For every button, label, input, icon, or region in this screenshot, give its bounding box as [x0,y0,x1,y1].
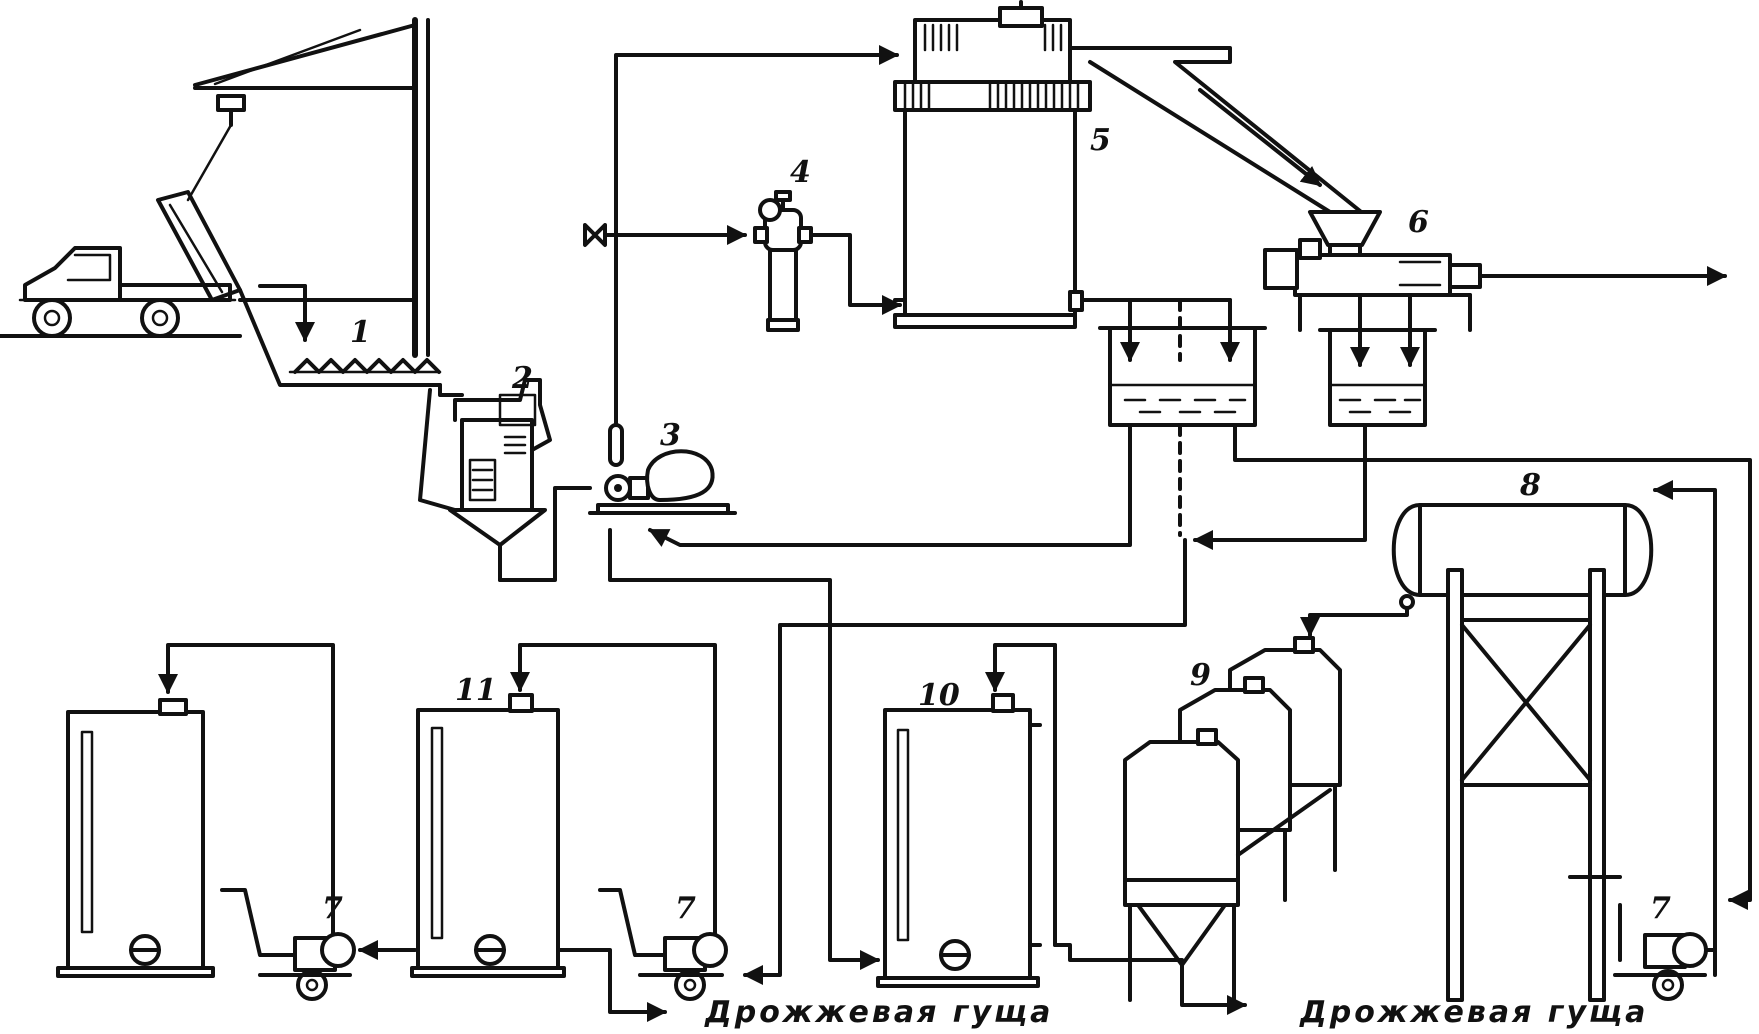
label-9: 9 [1190,658,1211,693]
yeast-storage-tanks [1123,636,1342,1002]
unloading-crane [186,17,430,358]
label-10: 10 [918,678,960,713]
receiving-hopper [238,288,442,387]
settling-tank-right [1318,328,1437,427]
elevated-tank [1391,503,1654,1002]
fermenter-top-grating [923,23,1063,52]
fermenter [893,0,1092,329]
screw-press [1263,210,1482,332]
flow-meter [753,190,813,332]
chute [1068,46,1367,217]
label-3: 3 [660,418,681,453]
pipe-tank11-outflow [556,948,667,1022]
label-7c: 7 [1650,891,1671,926]
fermenter-mid-grating [903,82,1080,110]
caption-yeast-sediment-left: Дрожжевая гуща [704,995,1053,1030]
label-8: 8 [1519,468,1541,503]
pipe-pump-to-fermenter [614,45,899,427]
label-1: 1 [350,315,371,350]
yeast-tank-left [56,698,215,978]
truck [18,190,242,338]
pipe-tank8-to-storage [1300,606,1409,637]
pipe-flowmeter-to-fermenter [809,233,902,315]
yeast-tank-11 [410,693,566,978]
pump-7c [1568,875,1708,1001]
pipe-return-to-pump [648,423,1132,547]
label-2: 2 [511,361,533,396]
label-6: 6 [1408,205,1429,240]
label-4: 4 [790,155,811,190]
pump-7b [598,888,728,1001]
settling-tank-left [1098,326,1267,427]
pipe-pump-to-tank8 [1653,480,1717,977]
label-11: 11 [455,673,497,708]
label-5: 5 [1090,123,1111,158]
pipe-to-tank11-top [510,643,717,962]
caption-yeast-sediment-right: Дрожжевая гуща [1299,995,1648,1030]
pipe-to-left-tank-top [158,643,335,952]
pipe-tanks-to-line [1193,423,1367,550]
pipe-crusher-to-pump [498,486,592,582]
pipe-storage-outflow [1180,963,1247,1015]
pump-7a [220,888,356,1001]
pipe-pump3-bottom [608,528,880,970]
pipe-line-to-storage [1053,943,1184,962]
yeast-tank-10 [876,693,1042,988]
pipe-to-tank10-top [985,643,1057,692]
pipe-tank-to-tank8 [1233,423,1752,910]
label-7b: 7 [675,891,696,926]
crusher [418,378,552,582]
label-7a: 7 [322,891,343,926]
valve [583,223,618,247]
pipe-down-to-line [743,538,1187,985]
